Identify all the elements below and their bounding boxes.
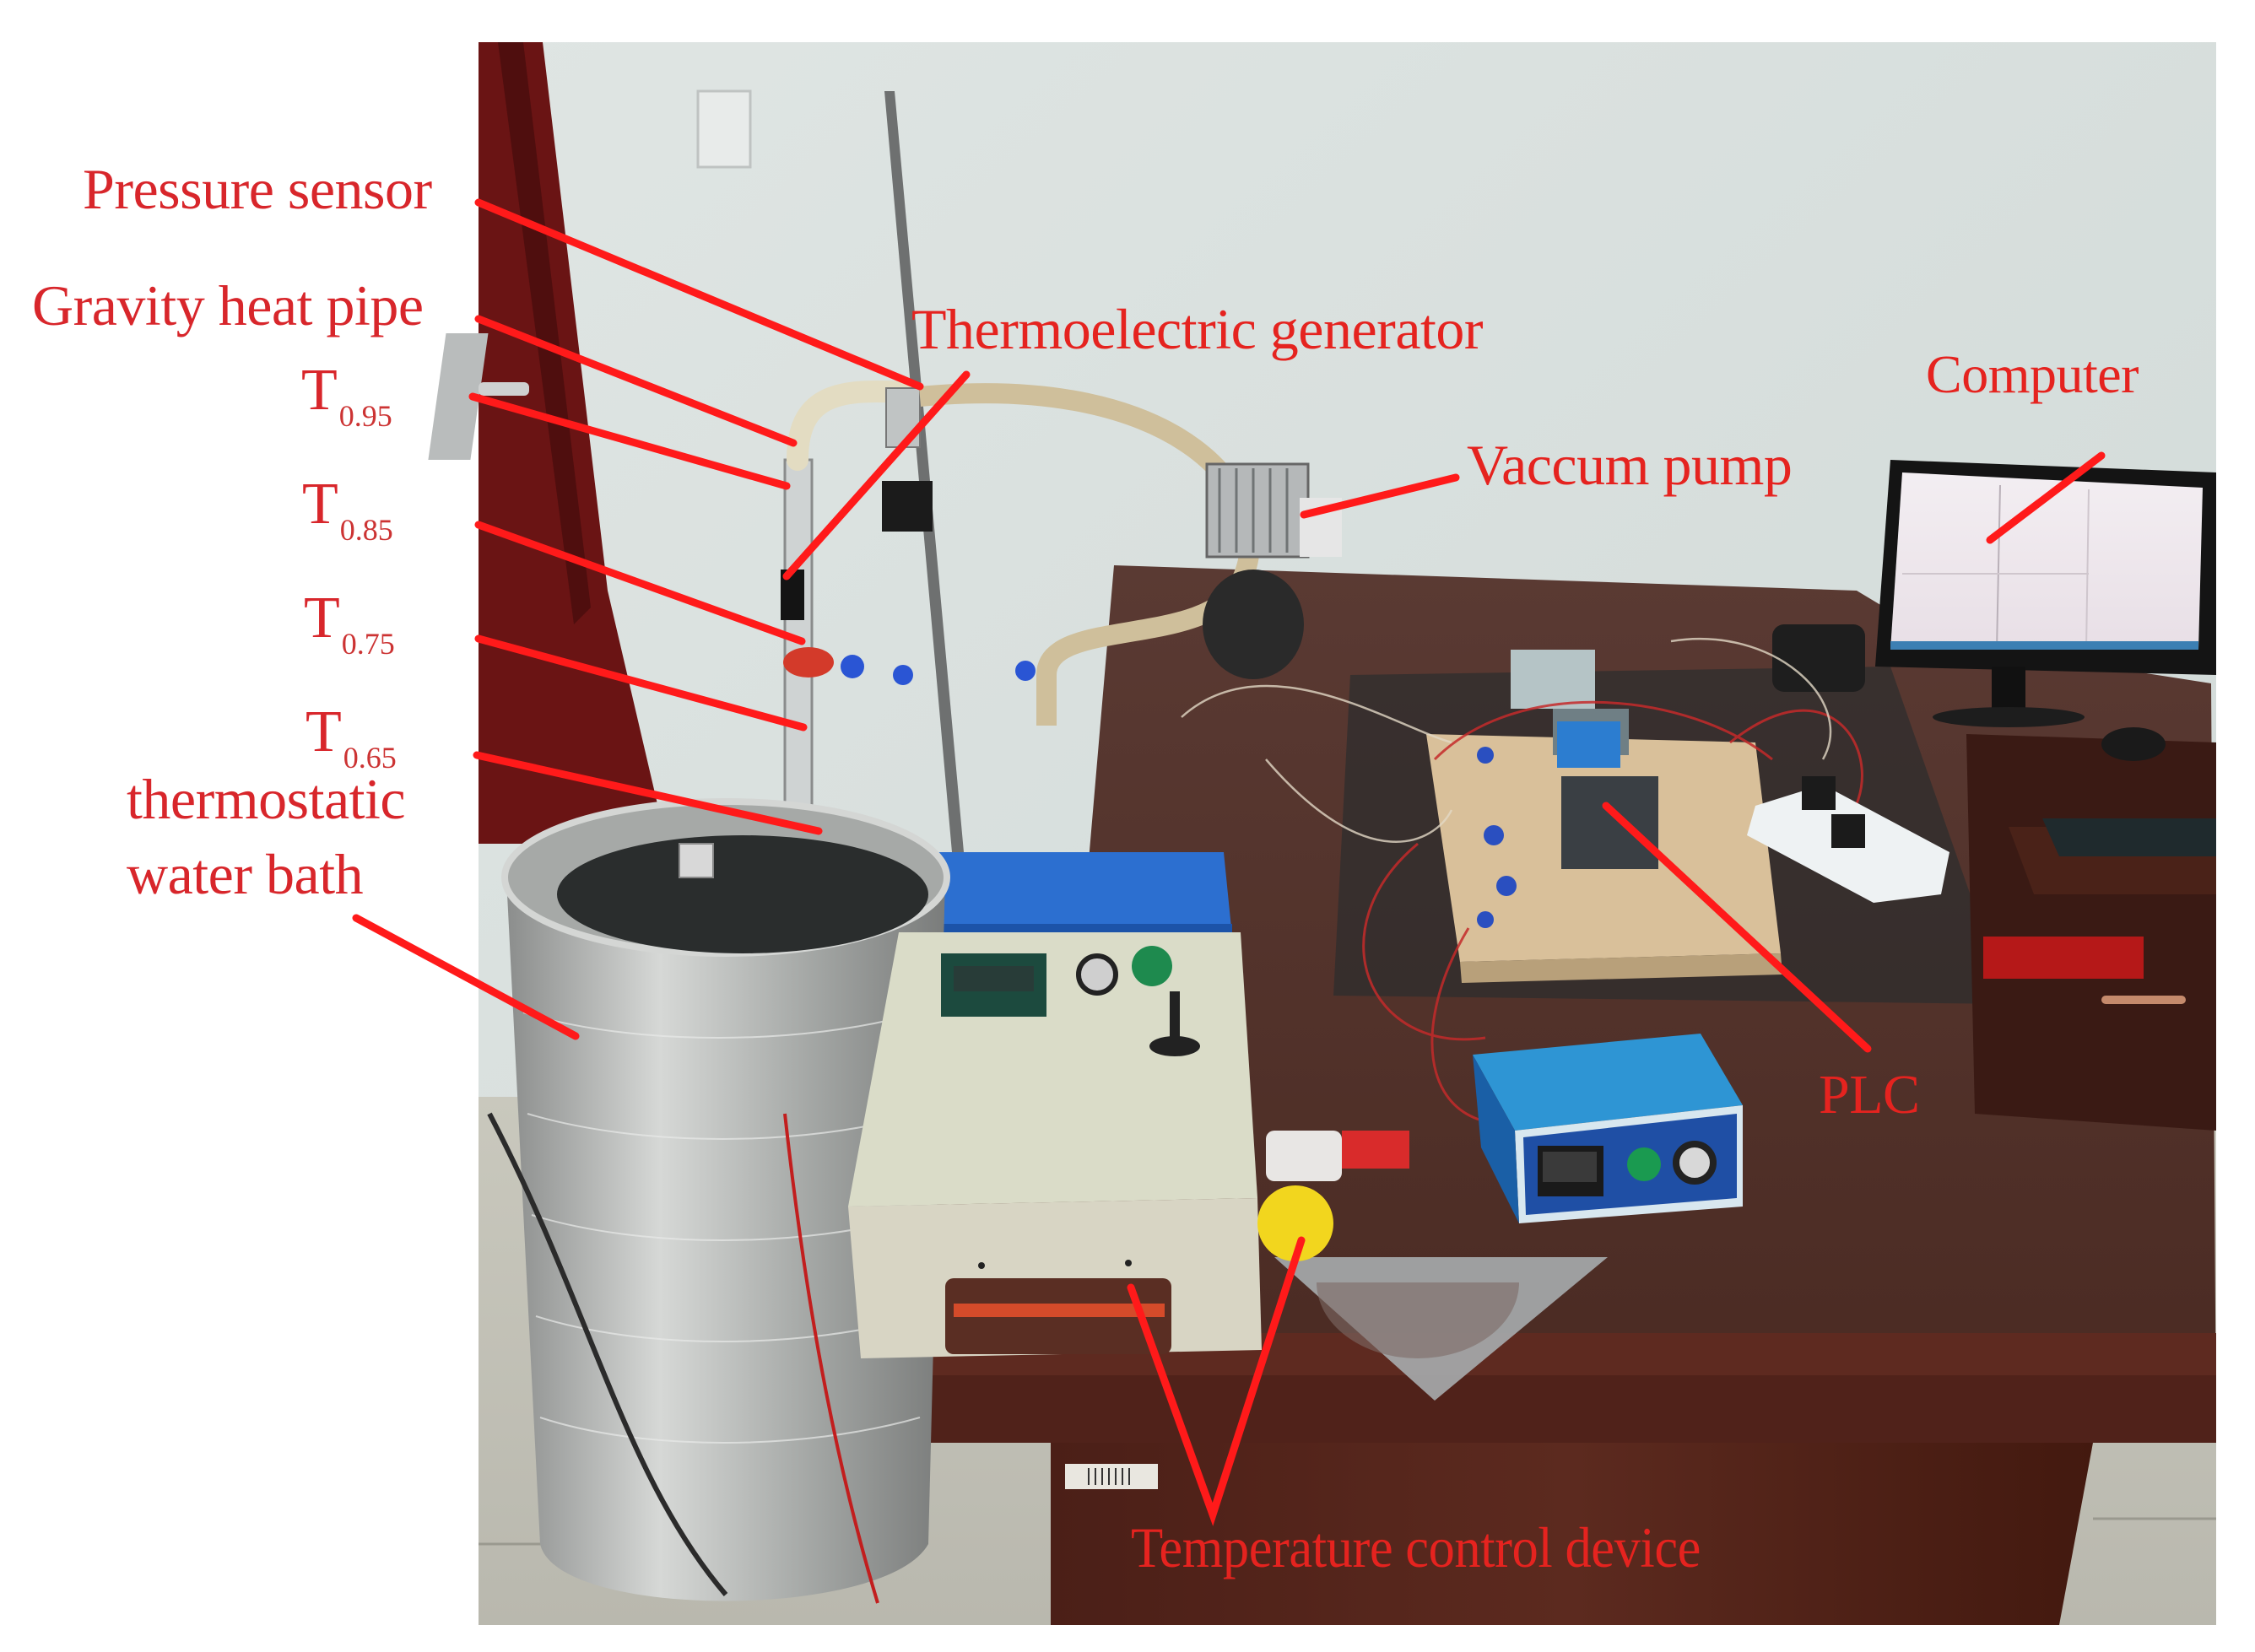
beige-control-box [848,932,1262,1358]
leader-pressure-sensor [474,198,924,391]
red-cap [783,647,834,678]
plc-board [1181,637,1863,1126]
label-plc: PLC [1819,1064,1920,1126]
label-gravity-heat-pipe: Gravity heat pipe [32,273,424,337]
barcode-sticker [1065,1464,1158,1489]
label-vaccum-pump: Vaccum pump [1467,433,1793,497]
leader-water-bath [352,914,580,1040]
label-temperature-control-device: Temperature control device [1131,1515,1701,1579]
telephone [1772,624,1865,692]
leader-vaccum-pump [1300,473,1460,519]
blue-stand-base [898,852,1232,937]
label-computer: Computer [1926,344,2139,404]
leader-plc [1602,802,1872,1053]
door [428,42,667,844]
tape-measure [1257,1185,1333,1261]
label-pressure-sensor: Pressure sensor [83,157,432,221]
leader-thermoelectric-generator [782,370,971,580]
silicone-hose [918,383,1260,726]
leader-temperature-control-device [1127,1236,1306,1526]
label-thermostatic: thermostatic [127,767,406,831]
label-t075: T0.75 [304,586,395,661]
leader-gravity-heat-pipe [474,315,798,447]
label-t085: T0.85 [302,472,393,547]
blue-controller-box [1473,1034,1743,1223]
label-t065: T0.65 [306,699,397,775]
retort-stand [884,91,1232,937]
monitor [1772,460,2216,727]
leader-t065 [473,751,823,835]
label-thermoelectric-generator: Thermoelectric generator [911,297,1484,361]
mouse [2101,727,2166,761]
annotation-leader-lines [352,198,2106,1526]
gravity-heat-pipe [781,380,1036,968]
power-strip [1747,776,1949,903]
red-box [1983,937,2144,979]
tube-package [1266,1131,1342,1181]
wall-switch [696,89,752,169]
leader-computer [1986,451,2106,544]
power-supply [1511,650,1595,709]
leader-t085 [474,521,806,645]
label-water-bath: water bath [127,842,364,906]
leader-t075 [474,634,808,732]
label-t095: T0.95 [301,358,392,433]
leader-t095 [468,392,791,490]
keyboard [2042,818,2216,856]
